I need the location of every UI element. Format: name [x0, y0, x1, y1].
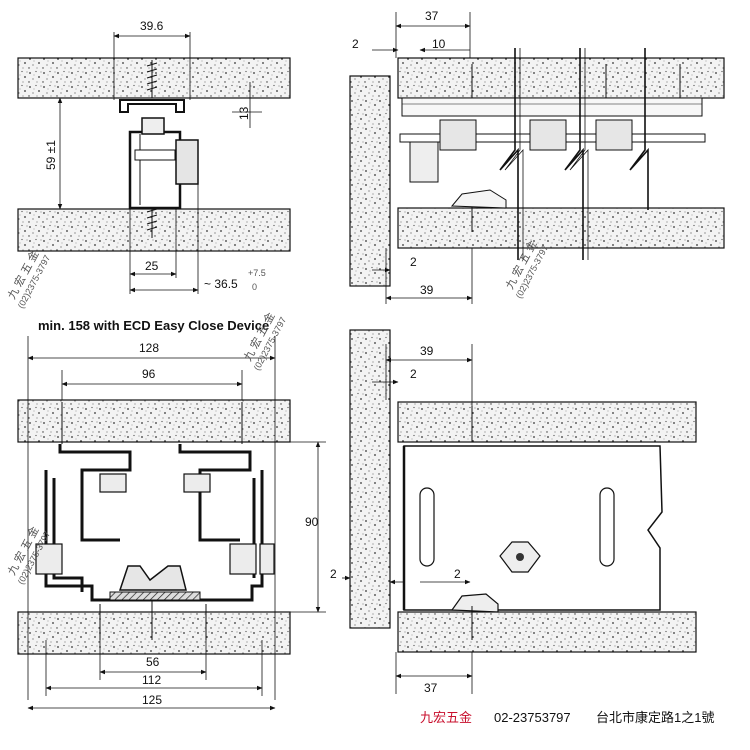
panel-bottom-left: min. 158 with ECD Easy Close Device — [4, 310, 326, 711]
dim-25: 25 — [145, 259, 159, 273]
dim-13: 13 — [237, 106, 251, 120]
watermark-tl: 九 宏 五 金 (02)2375-3797 — [4, 248, 52, 310]
door-plate — [403, 445, 663, 611]
dim-39-6: 39.6 — [140, 19, 164, 33]
slots — [419, 487, 615, 567]
dim-56: 56 — [146, 655, 160, 669]
bottom-board — [17, 208, 291, 252]
dim-2-br-left: 2 — [330, 567, 337, 581]
side-panel — [349, 75, 391, 287]
bottom-board — [397, 611, 697, 653]
center-profile — [118, 565, 187, 591]
dim-37: 37 — [425, 9, 439, 23]
screws — [61, 402, 243, 640]
top-board — [17, 399, 291, 443]
dim-2-bottom: 2 — [410, 255, 417, 269]
panel-bottom-right: 39 2 2 2 37 — [330, 329, 697, 695]
bottom-guide — [450, 189, 507, 209]
dim-112: 112 — [142, 673, 161, 687]
dim-59: 59 ±1 — [44, 140, 58, 170]
top-board — [17, 57, 291, 99]
dim-90: 90 — [305, 515, 319, 529]
bottom-board — [17, 611, 291, 655]
wheels — [35, 473, 275, 575]
top-board — [397, 57, 725, 99]
carrier-head — [141, 117, 165, 135]
carrier-group — [409, 119, 633, 183]
dim-128: 128 — [139, 341, 159, 355]
damper-pad — [109, 591, 201, 601]
dim-36-5: ~ 36.5 — [204, 277, 238, 291]
panel-top-left: 39.6 59 ±1 13 25 ~ 36.5 +7.5 0 九 宏 五 金 (… — [4, 19, 291, 310]
top-rail — [401, 97, 703, 117]
dim-2-left: 2 — [352, 37, 359, 51]
footer-phone: 02-23753797 — [494, 710, 571, 725]
side-panel — [349, 329, 391, 629]
dim-125: 125 — [142, 693, 162, 707]
panel-top-right: 37 2 10 2 39 九 宏 五 金 (02)2375-3797 — [349, 9, 725, 304]
bottom-board — [397, 207, 725, 249]
screw-top — [146, 60, 158, 98]
carrier-block — [175, 139, 199, 185]
carrier-body — [128, 130, 182, 210]
footer-brand: 九宏五金 — [420, 710, 472, 725]
bottom-guide — [450, 593, 499, 613]
diagram-title: min. 158 with ECD Easy Close Device — [38, 318, 269, 333]
dim-39: 39 — [420, 283, 434, 297]
adjuster — [499, 541, 541, 573]
top-board — [397, 401, 697, 443]
dim-10: 10 — [432, 37, 446, 51]
dim-tol-top: +7.5 — [248, 268, 266, 278]
dim-37-br: 37 — [424, 681, 438, 695]
screws — [471, 64, 681, 232]
footer-address: 台北市康定路1之1號 — [596, 710, 714, 725]
footer: 九宏五金 02-23753797 台北市康定路1之1號 — [420, 710, 714, 725]
break-lines — [499, 48, 649, 260]
dim-96: 96 — [142, 367, 156, 381]
top-guide-rail — [119, 99, 185, 113]
dim-2-br-top: 2 — [410, 367, 417, 381]
dim-tol-bot: 0 — [252, 282, 257, 292]
dim-2-br-mid: 2 — [454, 567, 461, 581]
dim-39-br: 39 — [420, 344, 434, 358]
